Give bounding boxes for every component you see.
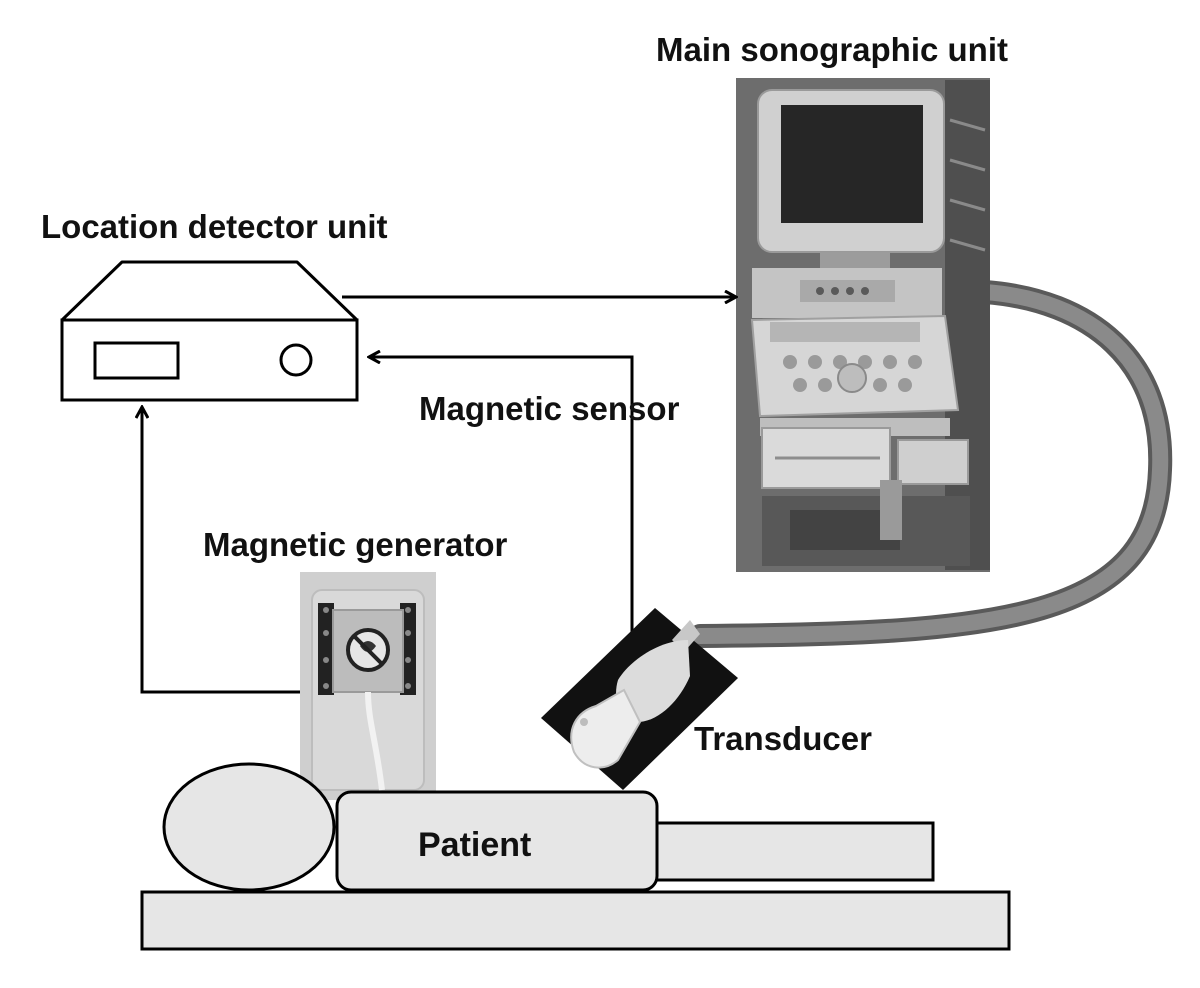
main-sonographic-unit xyxy=(736,78,990,572)
patient-legs xyxy=(638,821,935,882)
magnetic-sensor-label: Magnetic sensor xyxy=(419,390,680,427)
transducer-label: Transducer xyxy=(694,720,872,757)
location-detector-unit xyxy=(60,260,359,402)
detector-display xyxy=(93,341,180,380)
magnetic-generator-label: Magnetic generator xyxy=(203,526,508,563)
location-detector-unit-label: Location detector unit xyxy=(41,208,388,245)
detector-knob xyxy=(279,343,313,377)
patient-body xyxy=(335,790,659,892)
arrow-sensor-to-detector xyxy=(370,357,634,640)
patient-label: Patient xyxy=(418,826,532,864)
magnetic-generator xyxy=(300,572,436,800)
patient-head xyxy=(162,762,336,892)
bed xyxy=(140,890,1011,951)
patient-bed xyxy=(140,762,1011,951)
main-sonographic-unit-label: Main sonographic unit xyxy=(656,31,1008,68)
arrow-generator-to-detector xyxy=(142,408,302,694)
transducer xyxy=(541,608,738,790)
